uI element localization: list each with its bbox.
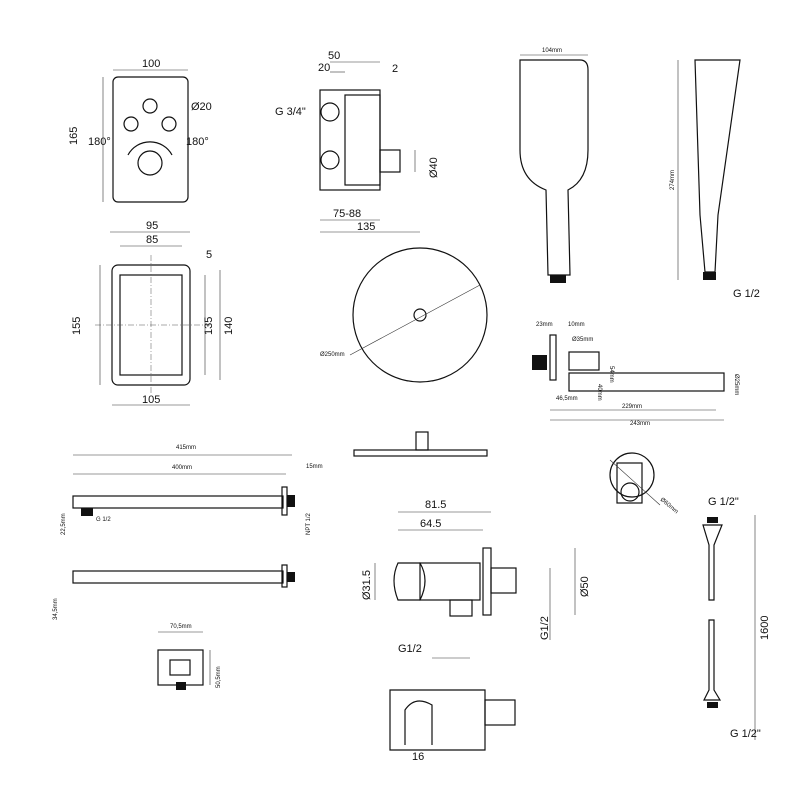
rosette: Ø60mm xyxy=(609,452,679,515)
panel-width: 100 xyxy=(142,58,160,70)
dim-2: 2 xyxy=(392,63,398,75)
hand-shower: 104mm 274mm G 1/2 xyxy=(519,48,760,300)
dim-155: 155 xyxy=(71,317,83,335)
dim-135: 135 xyxy=(203,317,215,335)
elbow-height: 50,5mm xyxy=(216,666,222,688)
arm-flange: 15mm xyxy=(306,464,323,470)
dim-135: 135 xyxy=(357,221,375,233)
hose-bottom-thread: G 1/2" xyxy=(730,728,761,740)
hose-top-thread: G 1/2" xyxy=(708,496,739,508)
hole-diameter: Ø20 xyxy=(191,101,212,113)
dim-20: 20 xyxy=(318,62,330,74)
head-shower: Ø250mm xyxy=(320,247,488,457)
dim-95: 95 xyxy=(146,220,158,232)
outlet-64: 64.5 xyxy=(420,518,441,530)
arm-total: 415mm xyxy=(176,445,196,451)
thread-label: G 3/4" xyxy=(275,106,306,118)
spout-229: 229mm xyxy=(622,404,642,410)
hand-length: 274mm xyxy=(670,170,676,190)
bath-spout: 23mm 10mm Ø35mm 40mm 54mm 46,5mm 229mm 2… xyxy=(532,322,739,427)
spout-10: 10mm xyxy=(568,322,585,328)
dim-85: 85 xyxy=(146,234,158,246)
spout-40: 40mm xyxy=(596,384,602,401)
arm-length: 400mm xyxy=(172,465,192,471)
concealed-body-side-view: 50 20 2 G 3/4" Ø40 75-88 135 xyxy=(275,50,440,233)
dim-d40: Ø40 xyxy=(428,157,440,178)
arm-height: 22,5mm xyxy=(61,513,67,535)
spout-35: Ø35mm xyxy=(572,337,593,343)
outlet-g1-right: G1/2 xyxy=(539,616,551,640)
angle-right: 180° xyxy=(186,136,209,148)
wall-outlet: 81.5 64.5 Ø31.5 Ø50 G1/2 G1/2 16 xyxy=(361,499,591,763)
dim-140: 140 xyxy=(223,317,235,335)
spout-54: 54mm xyxy=(608,366,614,383)
rosette-diameter: Ø60mm xyxy=(659,497,679,515)
shower-arm: 415mm 400mm 15mm 22,5mm G 1/2 NPT 1/2 34… xyxy=(53,445,323,620)
outlet-16: 16 xyxy=(412,751,424,763)
wall-elbow: 70,5mm 50,5mm xyxy=(157,624,222,690)
outlet-31: Ø31.5 xyxy=(361,570,373,600)
spout-25: Ø25mm xyxy=(733,374,739,395)
thermostat-panel-front-view: 100 165 Ø20 180° 180° xyxy=(68,58,212,203)
elbow-width: 70,5mm xyxy=(170,624,192,630)
shower-hose: G 1/2" 1600 G 1/2" xyxy=(702,496,771,740)
outlet-50: Ø50 xyxy=(579,576,591,597)
mounting-frame: 95 85 5 155 135 140 105 xyxy=(71,220,235,406)
spout-243: 243mm xyxy=(630,421,650,427)
head-diameter: Ø250mm xyxy=(320,352,345,358)
arm-npt: NPT 1/2 xyxy=(306,512,312,535)
dim-50: 50 xyxy=(328,50,340,62)
dim-5: 5 xyxy=(206,249,212,261)
angle-left: 180° xyxy=(88,136,111,148)
arm-thread: G 1/2 xyxy=(96,517,111,523)
spout-46: 46,5mm xyxy=(556,396,578,402)
dim-105: 105 xyxy=(142,394,160,406)
outlet-81: 81.5 xyxy=(425,499,446,511)
hand-thread: G 1/2 xyxy=(733,288,760,300)
arm-side-height: 34,5mm xyxy=(53,598,59,620)
panel-height: 165 xyxy=(68,127,80,145)
outlet-g1-left: G1/2 xyxy=(398,643,422,655)
dim-depth: 75-88 xyxy=(333,208,361,220)
hose-length: 1600 xyxy=(759,616,771,640)
hand-width: 104mm xyxy=(542,48,562,54)
spout-23: 23mm xyxy=(536,322,553,328)
